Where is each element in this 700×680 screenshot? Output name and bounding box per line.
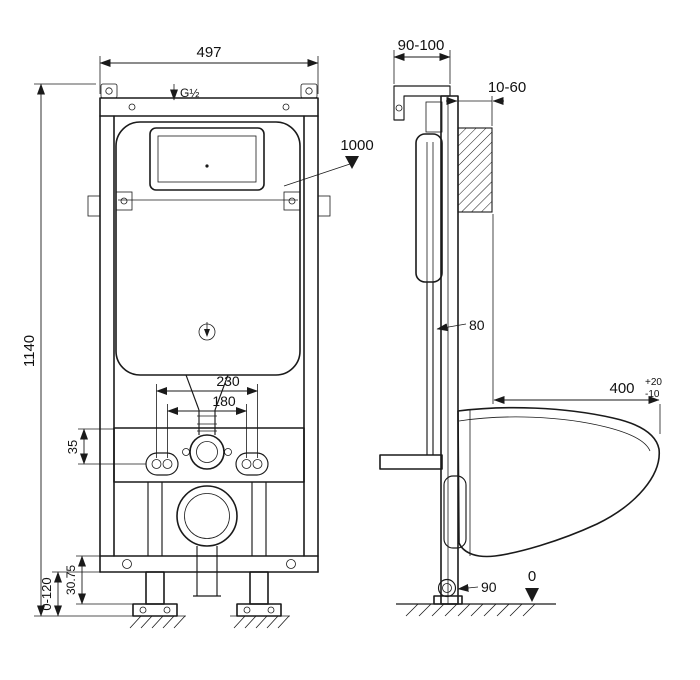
telescopic-foot-right [249, 571, 269, 605]
side-clamp-left [87, 195, 101, 217]
water-supply-icon: G½ [170, 84, 199, 101]
wall-bracket [393, 85, 451, 121]
outlet-pipe [437, 578, 457, 598]
bowl-depth-label: 400 [609, 380, 634, 397]
mounting-tab-right [300, 83, 318, 99]
datum-arrow [525, 588, 539, 602]
drain-circle [176, 485, 238, 547]
drain-connector [443, 475, 467, 549]
floor-datum-label: 0 [528, 568, 536, 585]
frame-profile [393, 85, 493, 605]
bowl-depth-tol-plus: +20 [645, 377, 662, 388]
side-clamp-right [317, 195, 331, 217]
drain-elbow [176, 485, 238, 597]
bowl-outline [457, 406, 660, 558]
wall-section-hatch [457, 127, 493, 213]
frame-depth-label: 90-100 [398, 37, 445, 54]
bolt-slot-left [145, 452, 179, 476]
pipe-dim-label: 80 [469, 317, 485, 333]
fixing-inner-label: 180 [212, 393, 236, 409]
cistern-outline [115, 121, 301, 376]
bowl-depth-tol-minus: -10 [645, 389, 660, 400]
pipe-flange [189, 434, 225, 470]
flush-height-label: 1000 [340, 137, 373, 154]
front-view: G½ [21, 44, 374, 629]
top-rail [99, 97, 319, 117]
flush-valve-icon [198, 322, 216, 341]
mounting-plate [113, 427, 305, 483]
foot-dim-label: 30.75 [64, 565, 78, 595]
supply-thread-label: G½ [180, 86, 199, 100]
mounting-tab-left [100, 83, 118, 99]
cistern: G½ [115, 84, 301, 435]
side-dimensions: 90-100 10-60 80 400 +20 -10 90 0 [393, 37, 662, 602]
toilet-bowl [437, 406, 660, 598]
plate-dim-label: 35 [65, 440, 80, 454]
frame-structure [87, 83, 331, 573]
telescopic-foot-left [145, 571, 165, 605]
side-view: 90-100 10-60 80 400 +20 -10 90 0 [379, 37, 662, 617]
ground-hatch-left [129, 615, 186, 629]
access-panel [149, 127, 265, 191]
height-dim-label: 1140 [21, 335, 38, 367]
outlet-dim-label: 90 [481, 579, 497, 595]
fixing-outer-label: 230 [216, 373, 240, 389]
floor [396, 603, 556, 617]
wall-range-label: 10-60 [488, 79, 526, 96]
level-arrow [345, 156, 359, 169]
width-dim-label: 497 [196, 44, 221, 61]
ground-hatch-right [233, 615, 290, 629]
bolt-slot-right [235, 452, 269, 476]
front-dimensions: 497 1140 1000 230 180 35 [21, 44, 374, 617]
flush-bend [379, 454, 443, 470]
legs-and-feet [126, 482, 290, 629]
cistern-profile [379, 133, 443, 470]
foot-range-label: 0-120 [39, 577, 54, 610]
